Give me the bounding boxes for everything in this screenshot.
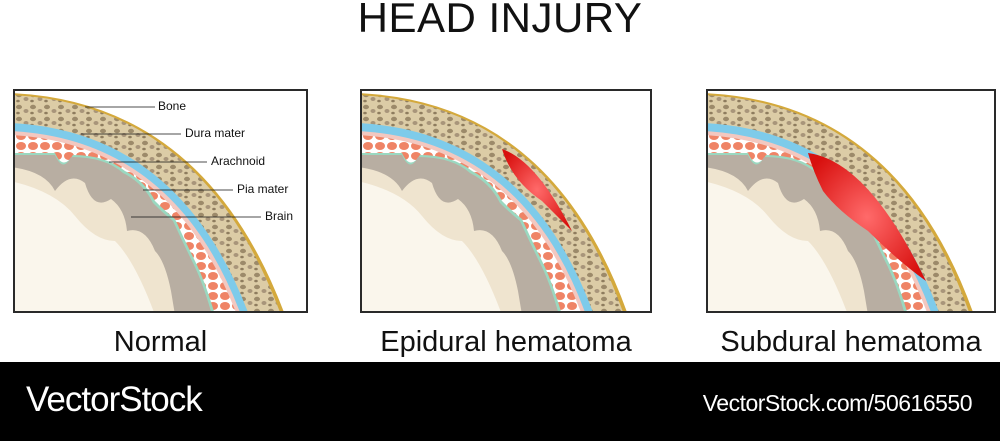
- label-pia-mater: Pia mater: [237, 182, 289, 196]
- panel-subdural: [706, 89, 996, 313]
- watermark-footer: VectorStock VectorStock.com/50616550: [0, 362, 1000, 441]
- caption-normal: Normal: [113, 326, 208, 358]
- subdural-hematoma-illustration: [708, 91, 994, 311]
- caption-subdural: Subdural hematoma: [720, 326, 982, 358]
- panel-epidural: [360, 89, 652, 313]
- normal-anatomy-illustration: [15, 91, 306, 311]
- panel-normal: Bone Dura mater Arachnoid Pia mater Brai…: [13, 89, 308, 313]
- label-dura-mater: Dura mater: [185, 126, 246, 140]
- epidural-hematoma-illustration: [362, 91, 650, 311]
- page-title: HEAD INJURY: [357, 0, 643, 41]
- label-arachnoid: Arachnoid: [211, 154, 266, 168]
- label-brain: Brain: [265, 209, 294, 223]
- subdural-hematoma: [808, 153, 926, 281]
- stock-id: VectorStock.com/50616550: [702, 390, 973, 416]
- label-bone: Bone: [158, 99, 187, 113]
- caption-epidural: Epidural hematoma: [380, 326, 632, 358]
- brand-logo: VectorStock: [26, 380, 203, 419]
- epidural-hematoma: [502, 149, 572, 231]
